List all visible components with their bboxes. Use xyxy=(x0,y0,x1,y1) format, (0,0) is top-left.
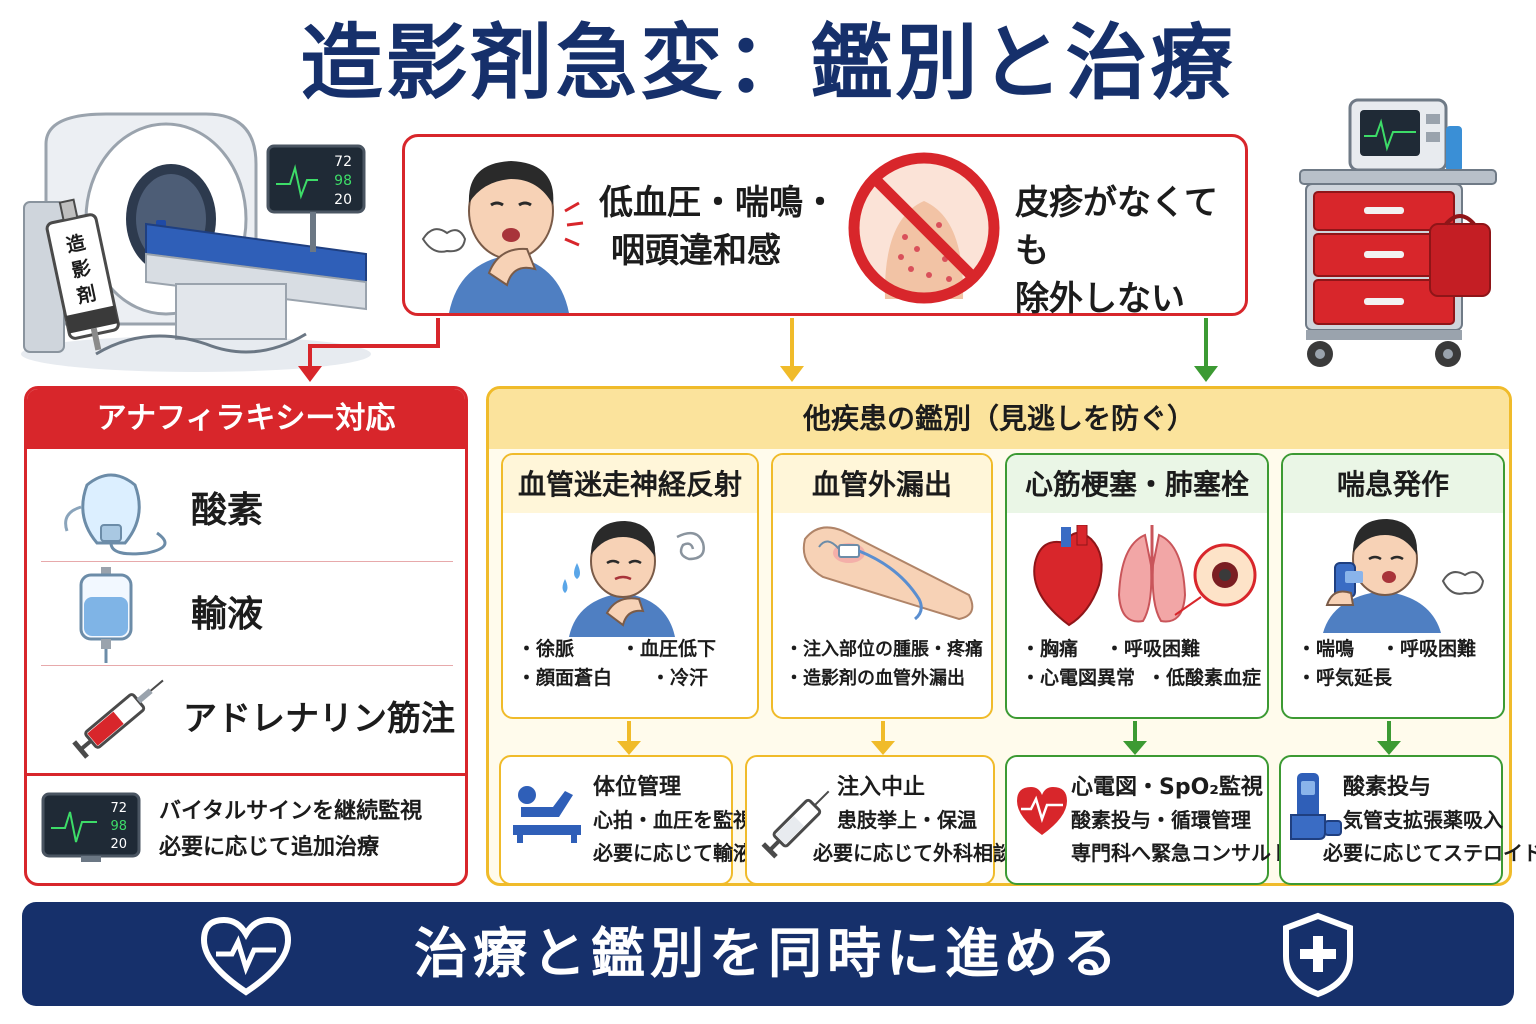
treatment-line-fluids: 必要に応じて輸液 xyxy=(593,841,753,865)
patient-positioning-icon xyxy=(513,786,581,843)
anaphylaxis-panel: アナフィラキシー対応 酸素 輸液 xyxy=(24,386,468,886)
symptom-hypotension: ・血圧低下 xyxy=(621,638,717,660)
treatment-line-steroid: 必要に応じてステロイド xyxy=(1323,841,1536,865)
inhaler-icon xyxy=(1290,773,1342,840)
symptom-dyspnea-asthma: ・呼吸困難 xyxy=(1381,638,1477,660)
symptom-cold-sweat: ・冷汗 xyxy=(651,667,709,689)
treatment-vasovagal: 体位管理 心拍・血圧を監視 必要に応じて輸液 xyxy=(499,755,753,885)
anaphylaxis-item-oxygen: 酸素 xyxy=(27,459,465,563)
presentation-box: 低血圧・喘鳴・ 咽頭違和感 皮疹がなくても 除外しない xyxy=(402,134,1248,319)
anaphylaxis-label-fluid: 輸液 xyxy=(191,594,264,635)
treatment-mi-pe: 心電図・SpO₂監視 酸素投与・循環管理 専門科へ緊急コンサルト xyxy=(1005,755,1291,885)
treatment-line-bronchodilator: 気管支拡張薬吸入 xyxy=(1343,808,1503,832)
no-rash-icon xyxy=(848,152,1000,304)
anaphylaxis-divider-2 xyxy=(41,665,453,666)
treatment-extravasation: 注入中止 患肢挙上・保温 必要に応じて外科相談 xyxy=(745,755,1013,885)
symptom-wheeze: ・喘鳴 xyxy=(1297,638,1355,660)
differential-header: 他疾患の鑑別（見逃しを防ぐ） xyxy=(489,389,1509,449)
treatment-line-monitor-bp: 心拍・血圧を監視 xyxy=(593,808,753,832)
anaphylaxis-footer-line-1: バイタルサインを継続監視 xyxy=(159,799,423,824)
symptom-pallor: ・顔面蒼白 xyxy=(517,667,613,689)
shield-plus-icon xyxy=(1283,912,1353,998)
heart-ecg-icon xyxy=(1017,787,1067,835)
card-mi-pe: 心筋梗塞・肺塞栓 ・胸痛 ・呼吸困難 ・心電図異常 ・低酸素血症 xyxy=(1005,453,1269,719)
card-extravasation: 血管外漏出 ・注入部位の腫脹・疼痛 ・造影剤の血管外漏出 xyxy=(771,453,993,719)
symptom-hypoxemia: ・低酸素血症 xyxy=(1147,667,1262,689)
symptom-ecg-abnormal: ・心電図異常 xyxy=(1021,667,1136,689)
syringe-label-2: 影 xyxy=(70,257,93,282)
syringe-stop-icon xyxy=(761,790,830,859)
treatment-line-oxygen: 酸素投与 xyxy=(1343,775,1432,800)
syringe-label-3: 剤 xyxy=(74,281,98,308)
footer-monitor-hr: 72 xyxy=(110,801,127,816)
symptoms-line-1: 低血圧・喘鳴・ xyxy=(599,183,837,223)
treatment-line-stop-injection: 注入中止 xyxy=(837,775,926,800)
symptom-chest-pain: ・胸痛 xyxy=(1021,638,1079,660)
symptom-contrast-leak: ・造影剤の血管外漏出 xyxy=(785,668,965,689)
treatment-asthma: 酸素投与 気管支拡張薬吸入 必要に応じてステロイド xyxy=(1279,755,1536,885)
heart-pulse-icon xyxy=(200,916,292,996)
card-title-extravasation: 血管外漏出 xyxy=(811,468,952,501)
card-title-mi-pe: 心筋梗塞・肺塞栓 xyxy=(1024,468,1249,501)
ct-scanner-illustration: 造 影 剤 72 98 20 xyxy=(21,112,371,372)
symptom-prolonged-expiration: ・呼気延長 xyxy=(1297,667,1393,689)
iv-bag-icon xyxy=(79,567,133,663)
footer-monitor-spo2: 98 xyxy=(110,819,127,834)
monitor-value-hr: 72 xyxy=(334,154,352,170)
card-asthma: 喘息発作 ・喘鳴 ・呼吸困難 ・呼気延長 xyxy=(1281,453,1505,719)
rash-line-2: 除外しない xyxy=(1015,279,1185,319)
card-vasovagal: 血管迷走神経反射 ・徐脈 ・血圧低下 ・顔面蒼白 ・冷汗 xyxy=(501,453,759,719)
anaphylaxis-item-fluid: 輸液 xyxy=(27,563,465,667)
fainting-patient-icon xyxy=(562,521,705,637)
anaphylaxis-item-adrenaline: アドレナリン筋注 xyxy=(27,667,465,771)
symptoms-line-2: 咽頭違和感 xyxy=(611,231,781,271)
asthma-patient-icon xyxy=(1323,519,1485,633)
syringe-icon xyxy=(72,679,164,759)
symptom-dyspnea: ・呼吸困難 xyxy=(1105,638,1201,660)
oxygen-mask-icon xyxy=(64,473,167,556)
treatment-line-positioning: 体位管理 xyxy=(593,775,682,800)
treatment-line-ecg-spo2: 心電図・SpO₂監視 xyxy=(1071,775,1263,800)
banner-message: 治療と鑑別を同時に進める xyxy=(414,922,1122,985)
top-connector-arrows xyxy=(298,318,1218,382)
anaphylaxis-footer: 72 98 20 バイタルサインを継続監視 必要に応じて追加治療 xyxy=(27,773,465,883)
footer-monitor-rr: 20 xyxy=(110,837,127,852)
card-symptoms-asthma: ・喘鳴 ・呼吸困難 ・呼気延長 xyxy=(1297,635,1503,695)
monitor-value-spo2: 98 xyxy=(334,173,352,189)
card-symptoms-extravasation: ・注入部位の腫脹・疼痛 ・造影剤の血管外漏出 xyxy=(785,635,995,695)
treatment-line-oxygen-circulation: 酸素投与・循環管理 xyxy=(1071,808,1251,832)
arm-iv-icon xyxy=(802,526,974,621)
patient-throat-icon xyxy=(421,161,584,313)
card-symptoms-mi-pe: ・胸痛 ・呼吸困難 ・心電図異常 ・低酸素血症 xyxy=(1021,635,1267,695)
symptom-bradycardia: ・徐脈 xyxy=(517,638,575,660)
anaphylaxis-label-oxygen: 酸素 xyxy=(191,490,264,531)
monitor-value-rr: 20 xyxy=(334,192,352,208)
treatment-line-surgery-consult: 必要に応じて外科相談 xyxy=(813,841,1013,865)
heart-lung-icon xyxy=(1033,525,1257,627)
rash-line-1: 皮疹がなくても xyxy=(1015,183,1218,271)
treatment-line-specialist-consult: 専門科へ緊急コンサルト xyxy=(1071,841,1291,865)
crash-cart-illustration xyxy=(1299,98,1497,367)
anaphylaxis-footer-line-2: 必要に応じて追加治療 xyxy=(159,835,380,860)
anaphylaxis-divider-1 xyxy=(41,561,453,562)
anaphylaxis-label-adrenaline: アドレナリン筋注 xyxy=(183,699,455,739)
page-title: 造影剤急変：鑑別と治療 xyxy=(300,16,1236,111)
treatment-line-elevate-warm: 患肢挙上・保温 xyxy=(837,808,977,832)
bottom-banner: 治療と鑑別を同時に進める xyxy=(22,902,1514,1006)
vital-monitor-icon: 72 98 20 xyxy=(41,792,141,862)
card-symptoms-vasovagal: ・徐脈 ・血圧低下 ・顔面蒼白 ・冷汗 xyxy=(517,635,757,695)
differential-panel: 他疾患の鑑別（見逃しを防ぐ） 血管迷走神経反射 ・徐脈 ・血圧低下 ・顔面蒼白 … xyxy=(486,386,1536,886)
anaphylaxis-header: アナフィラキシー対応 xyxy=(27,389,465,449)
card-title-asthma: 喘息発作 xyxy=(1336,468,1449,501)
symptom-swelling-pain: ・注入部位の腫脹・疼痛 xyxy=(785,639,983,660)
card-arrows xyxy=(617,721,1401,755)
card-title-vasovagal: 血管迷走神経反射 xyxy=(517,468,742,501)
